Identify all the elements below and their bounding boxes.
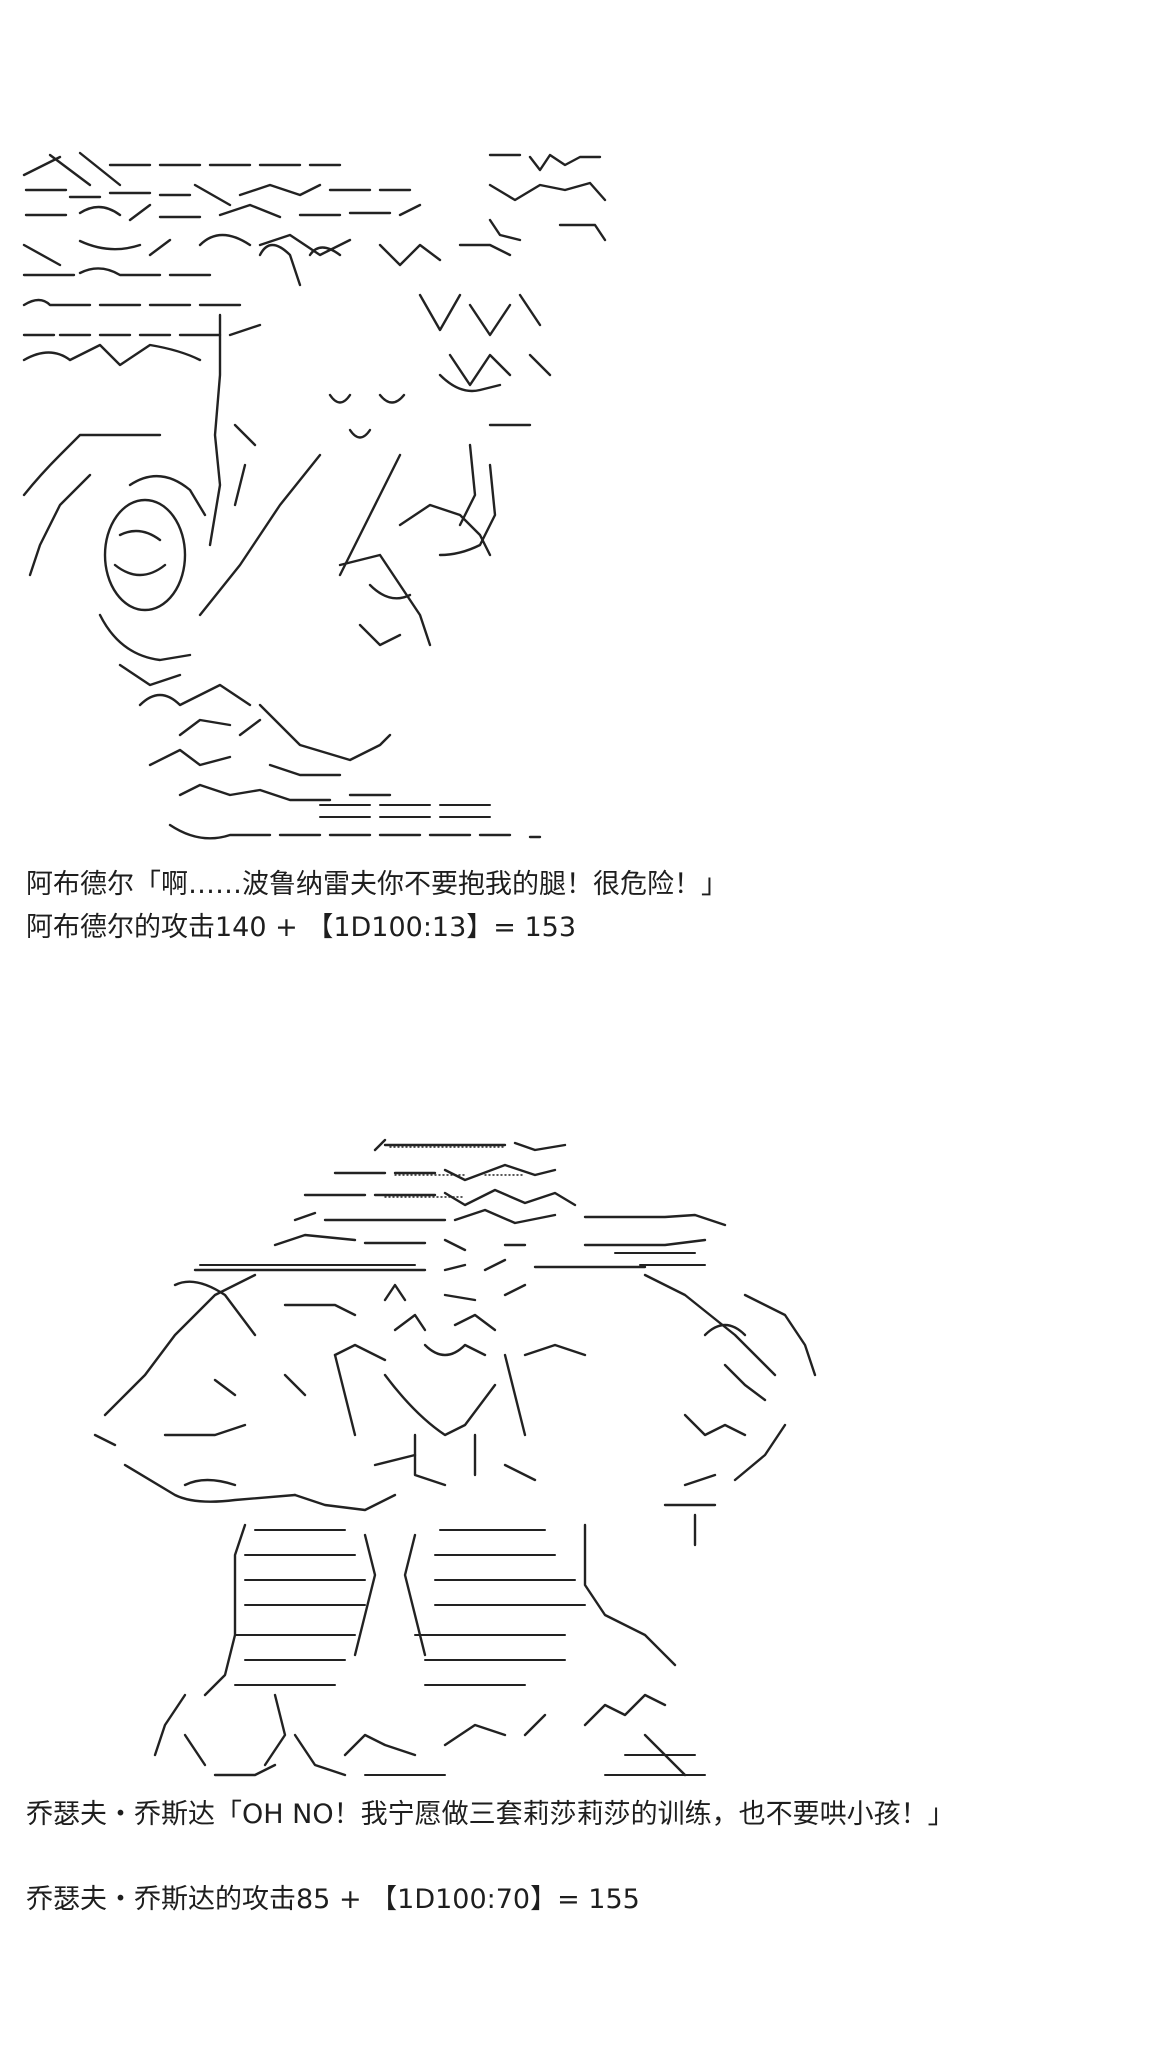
- ascii-art-joseph: [85, 1135, 885, 1785]
- ascii-art-abdul-and-polnareff: [20, 145, 620, 845]
- abdul-attack-roll: 阿布德尔的攻击140 + 【1D100:13】= 153: [26, 912, 577, 943]
- abdul-dialogue: 阿布德尔「啊……波鲁纳雷夫你不要抱我的腿！很危险！」: [26, 869, 728, 900]
- joseph-attack-roll: 乔瑟夫・乔斯达的攻击85 + 【1D100:70】= 155: [26, 1884, 640, 1915]
- joseph-dialogue: 乔瑟夫・乔斯达「OH NO！我宁愿做三套莉莎莉莎的训练，也不要哄小孩！」: [26, 1799, 955, 1830]
- ascii-art-joseph-drawing: [93, 1138, 817, 1777]
- ascii-art-abdul-and-polnareff-drawing: [22, 151, 607, 840]
